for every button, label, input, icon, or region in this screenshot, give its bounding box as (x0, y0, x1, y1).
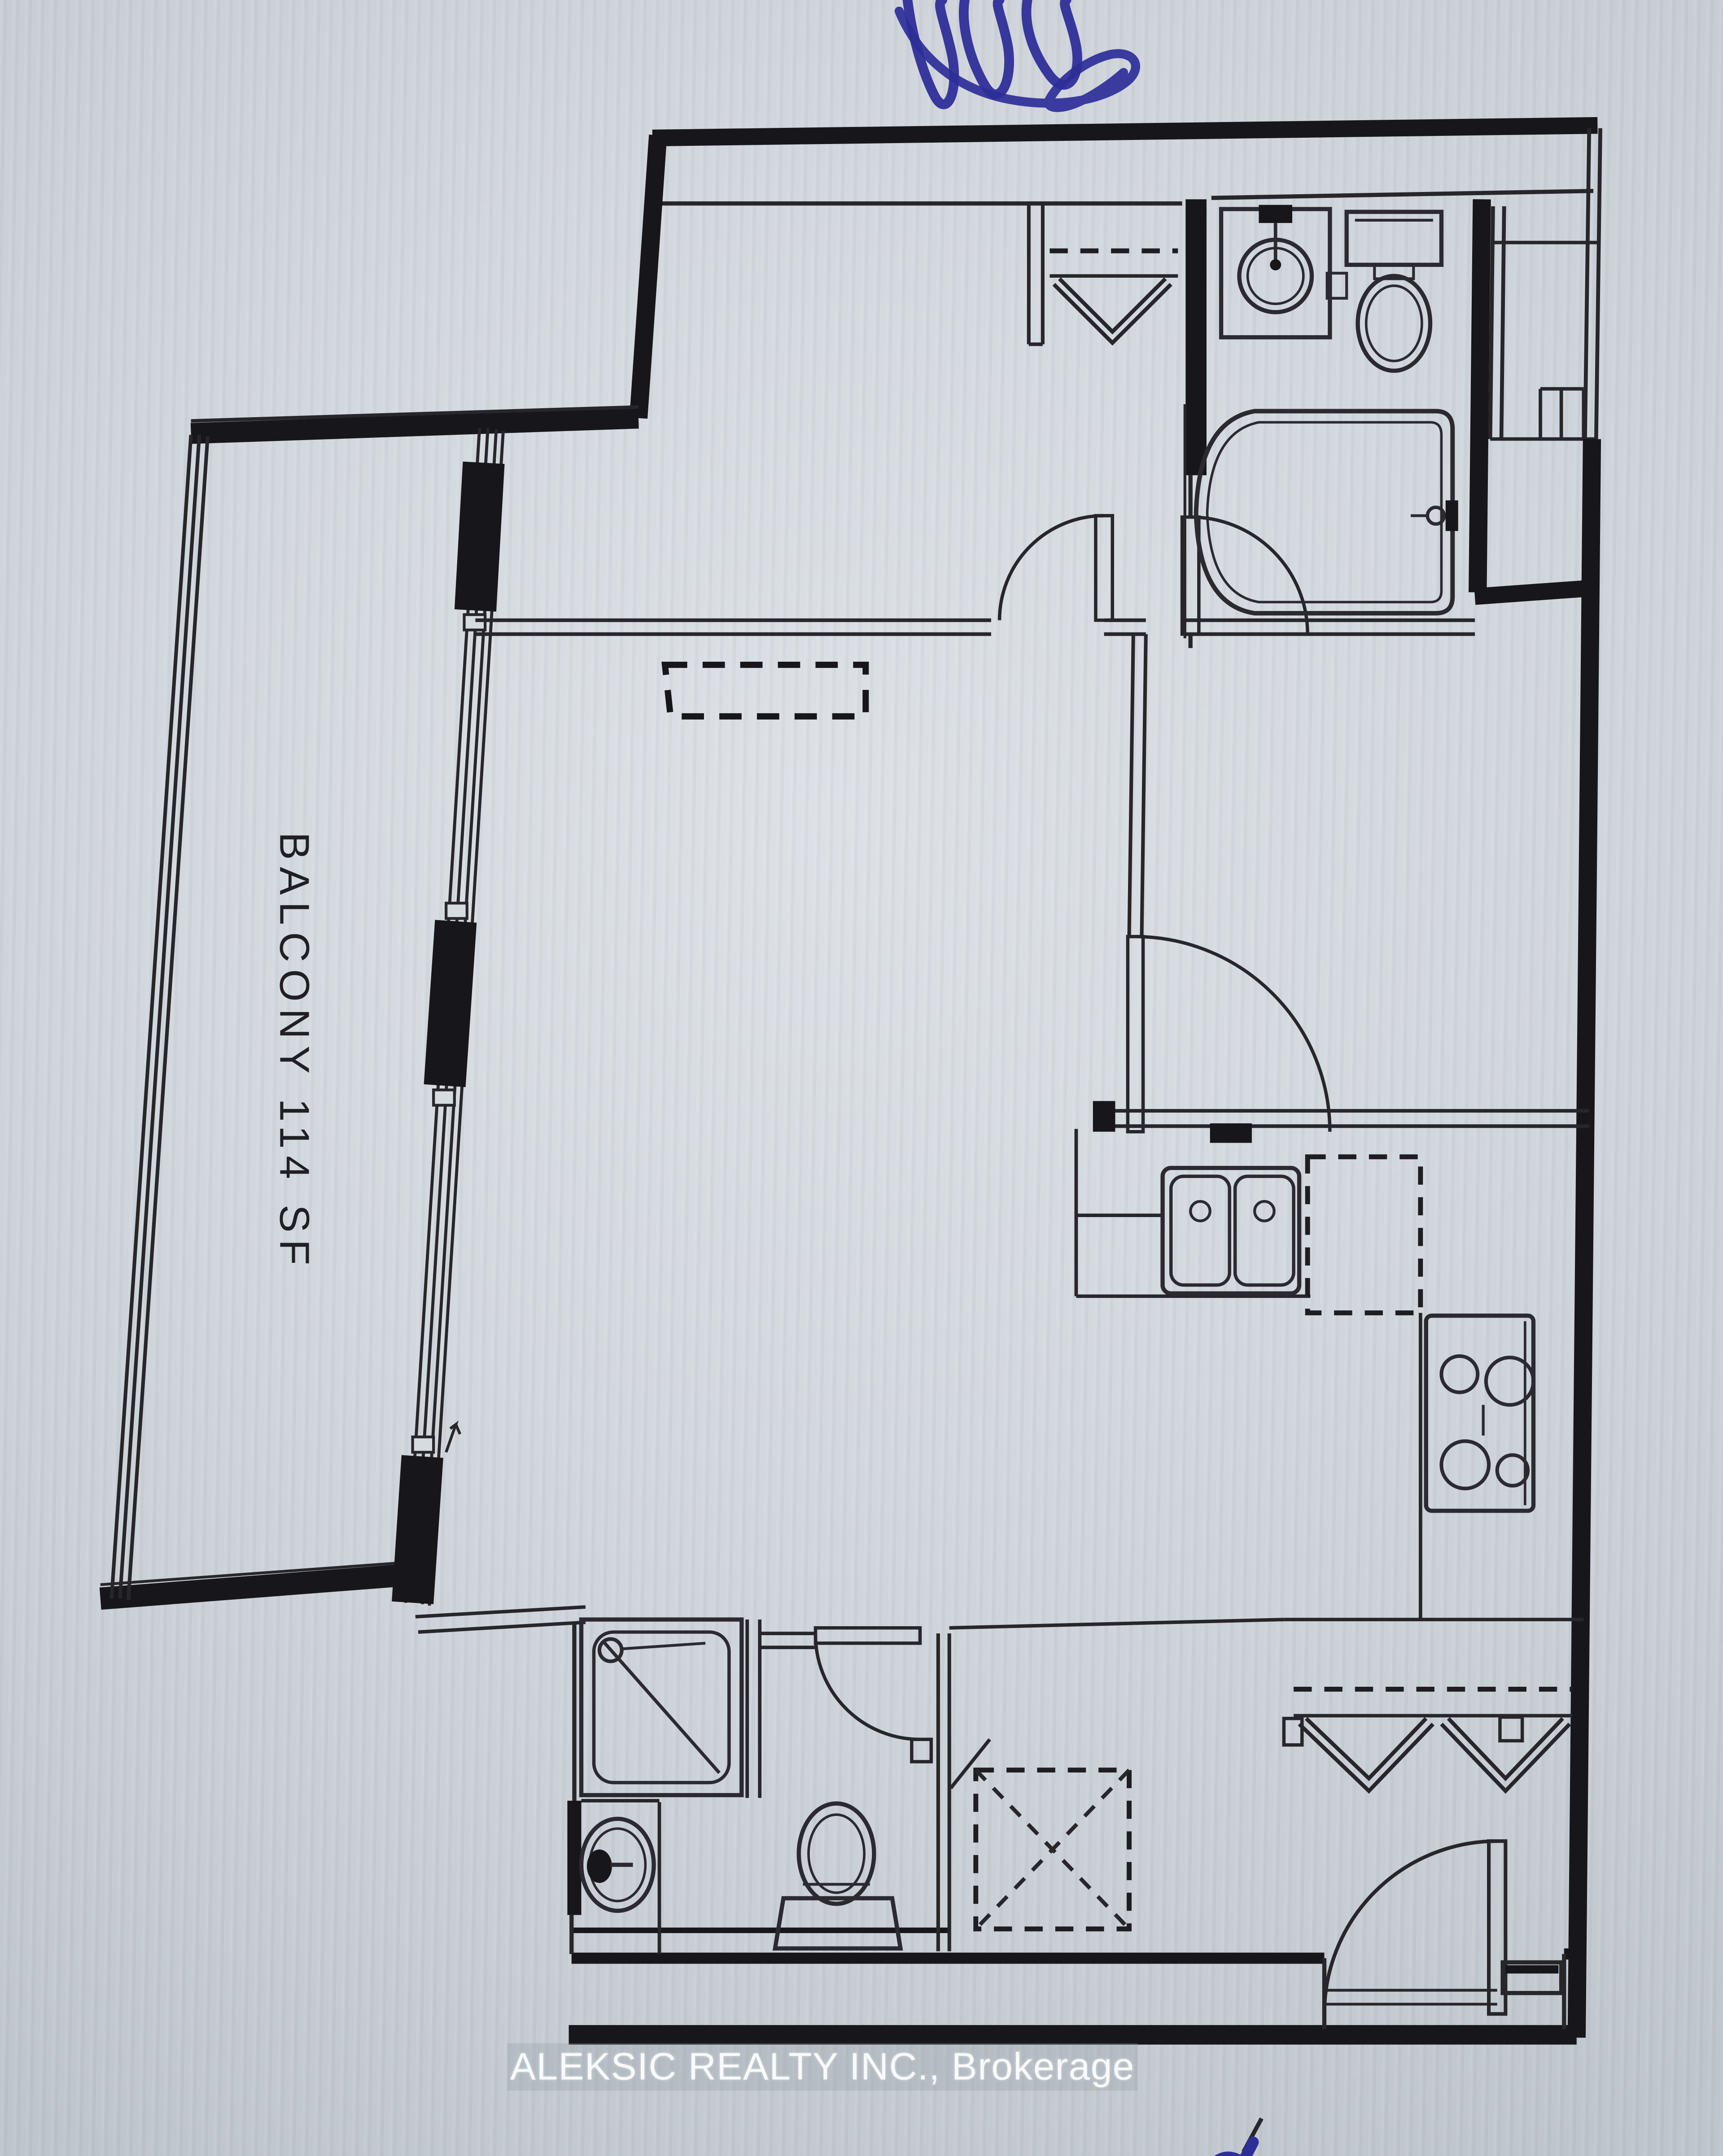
bedroom-south-wall (475, 618, 991, 636)
bottom-wall-inner (571, 1948, 1577, 1964)
closet-rod-chevron (1052, 277, 1172, 346)
top-wall (652, 117, 1598, 147)
bathroom-door (813, 1626, 933, 1763)
balcony-top-wall (190, 407, 639, 444)
mullion-tick-3 (432, 1088, 456, 1107)
shaft-inner-wall (1488, 206, 1506, 439)
toilet (1344, 209, 1444, 373)
bathroom-north-wall (760, 1632, 816, 1650)
kitchen-wall-jamb (1093, 1101, 1115, 1132)
closet-left-wall (1027, 202, 1045, 346)
bathroom-sink (579, 1816, 656, 1913)
faucet (1210, 1123, 1252, 1143)
balcony-railing (109, 435, 210, 1600)
window-wall-glazing (392, 428, 505, 1606)
mullion-block-1 (454, 461, 505, 612)
balcony-top-wall-face (191, 405, 639, 423)
door-swing-arc (997, 514, 1104, 620)
kitchen-door (1126, 935, 1332, 1134)
overhead-dashed-outline (661, 661, 869, 720)
bedroom-wall-stub (1104, 618, 1146, 636)
storage-dashed-x (949, 1738, 1132, 1932)
entry-door (1322, 1839, 1564, 2016)
faucet (1259, 205, 1293, 223)
exterior-walls (569, 117, 1602, 2045)
bathroom-door (1180, 515, 1309, 636)
vanity-sink (1219, 205, 1348, 340)
bathroom-south-wall (1185, 618, 1475, 636)
right-wall-upper (1583, 128, 1602, 439)
storage-door-leaf (949, 1738, 991, 1789)
mullion-tick-2 (445, 902, 468, 920)
entry-jamb (1500, 1960, 1564, 1995)
door-swing-tick (445, 1420, 462, 1453)
door-swing-arc (1134, 935, 1332, 1132)
kitchen-north-wall (1115, 1109, 1589, 1128)
shower-east-wall (745, 1619, 762, 1798)
entry-threshold (1324, 1989, 1497, 2006)
balcony: BALCONY 114 SF (99, 405, 639, 1610)
bedroom-walls (475, 514, 1146, 720)
bathroom-bottom (579, 1617, 1284, 1954)
bathroom-top (1180, 199, 1593, 648)
southwest-walls (415, 1605, 586, 1954)
shower-stall (579, 1617, 744, 1798)
dishwasher-dashed-outline (1305, 1154, 1423, 1316)
top-wall-inner-face (655, 188, 1594, 206)
bathroom-south-thick-wall (1474, 580, 1593, 605)
bathroom-east-wall (936, 1633, 951, 1951)
left-wall (629, 134, 667, 419)
hallway (1126, 634, 1332, 1134)
cooktop-4-burners (1424, 1314, 1536, 1513)
right-wall (1567, 439, 1601, 2038)
door-swing-arc (1322, 1839, 1497, 2014)
closet-double (1282, 1618, 1584, 1794)
balcony-bottom-wall (99, 1563, 408, 1610)
faucet (586, 1849, 612, 1883)
toilet (772, 1801, 903, 1951)
signature-scribble (894, 0, 1140, 112)
shaft-compartment (1490, 240, 1598, 441)
kitchen (1074, 1101, 1589, 1620)
vestibule-wall (949, 1618, 1284, 1630)
door-swing-arc (1190, 515, 1309, 634)
closet-top (1027, 199, 1207, 476)
bathroom-east-wall (1469, 199, 1491, 593)
mullion-tick-4 (411, 1436, 435, 1454)
hall-wall (1127, 634, 1148, 937)
bathtub (1183, 404, 1458, 638)
balcony-bottom-wall-face (100, 1561, 407, 1586)
double-kitchen-sink (1160, 1123, 1302, 1296)
door-swing-arc (813, 1635, 920, 1741)
balcony-label: BALCONY 114 SF (271, 832, 318, 1272)
watermark-text: ALEKSIC REALTY INC., Brokerage (507, 2043, 1138, 2091)
kitchen-counter-edge (1074, 1129, 1311, 1298)
mullion-block-2 (424, 920, 477, 1087)
west-link-wall (415, 1605, 586, 1634)
shower-head (597, 1637, 624, 1663)
closet-rod-chevron (1298, 1717, 1571, 1794)
pen-mark-bottom-right (1214, 2117, 1264, 2156)
mullion-block-3 (392, 1455, 443, 1604)
sink-nook-divider (581, 1799, 661, 1954)
bedroom-door (997, 514, 1114, 622)
mullion-tick-1 (463, 613, 487, 632)
